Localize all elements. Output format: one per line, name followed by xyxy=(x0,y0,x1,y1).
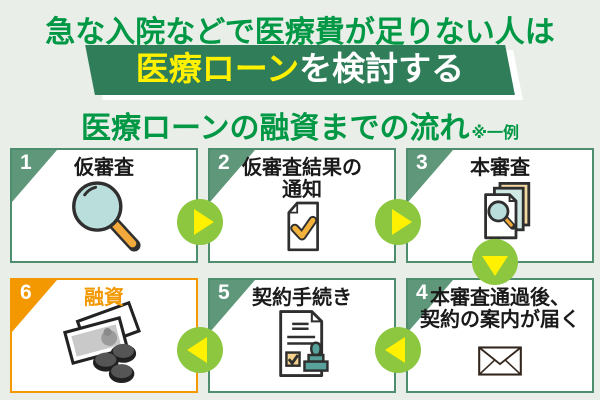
step-title: 本審査通過後、 契約の案内が届く xyxy=(420,287,580,332)
arrow-triangle-left xyxy=(186,337,207,363)
flow-arrow-right-icon xyxy=(177,199,223,245)
money-icon xyxy=(58,299,150,387)
step-number: 3 xyxy=(416,151,428,174)
step-title: 契約手続き xyxy=(252,287,352,309)
step-number: 1 xyxy=(20,151,32,174)
documents-search-icon xyxy=(460,177,540,257)
step-title: 本審査 xyxy=(470,157,530,179)
headline-band: 医療ローンを検討する xyxy=(0,45,600,95)
step-number: 4 xyxy=(416,281,428,304)
flow-step-card-4: 4 本審査通過後、 契約の案内が届く xyxy=(406,278,594,393)
step-title: 融資 xyxy=(84,287,124,309)
step-number: 2 xyxy=(218,151,230,174)
flow-step-card-2: 2 仮審査結果の 通知 xyxy=(208,148,396,263)
flow-arrow-left-icon xyxy=(375,327,421,373)
headline-band-shape: 医療ローンを検討する xyxy=(84,45,515,95)
headline-line1: 急な入院などで医療費が足りない人は xyxy=(45,16,555,49)
arrow-triangle-down xyxy=(482,255,508,276)
flow-step-card-1: 1 仮審査 xyxy=(10,148,198,263)
envelope-icon xyxy=(474,335,526,387)
step-title: 仮審査 xyxy=(74,157,134,179)
flow-step-card-6: 6 融資 xyxy=(10,278,198,393)
flow-title-note: ※一例 xyxy=(471,125,520,142)
headline-keyword: 医療ローン xyxy=(135,50,299,87)
arrow-triangle-left xyxy=(384,337,405,363)
contract-stamp-icon xyxy=(261,305,343,387)
flow-arrow-right-icon xyxy=(375,199,421,245)
flow-arrow-down-icon xyxy=(472,239,518,285)
flow-step-card-5: 5 契約手続き xyxy=(208,278,396,393)
document-check-icon xyxy=(272,197,332,257)
flow-arrow-left-icon xyxy=(177,327,223,373)
step-number: 5 xyxy=(218,281,230,304)
flow-section-title: 医療ローンの融資までの流れ※一例 xyxy=(0,103,600,147)
magnifier-icon xyxy=(62,173,146,257)
step-title: 仮審査結果の 通知 xyxy=(242,157,362,202)
headline-line2-rest: を検討する xyxy=(298,50,464,87)
headline-line2: 医療ローンを検討する xyxy=(136,49,464,89)
step-number: 6 xyxy=(20,281,32,304)
arrow-triangle-right xyxy=(391,209,412,235)
flow-title-text: 医療ローンの融資までの流れ xyxy=(80,112,470,145)
arrow-triangle-right xyxy=(193,209,214,235)
